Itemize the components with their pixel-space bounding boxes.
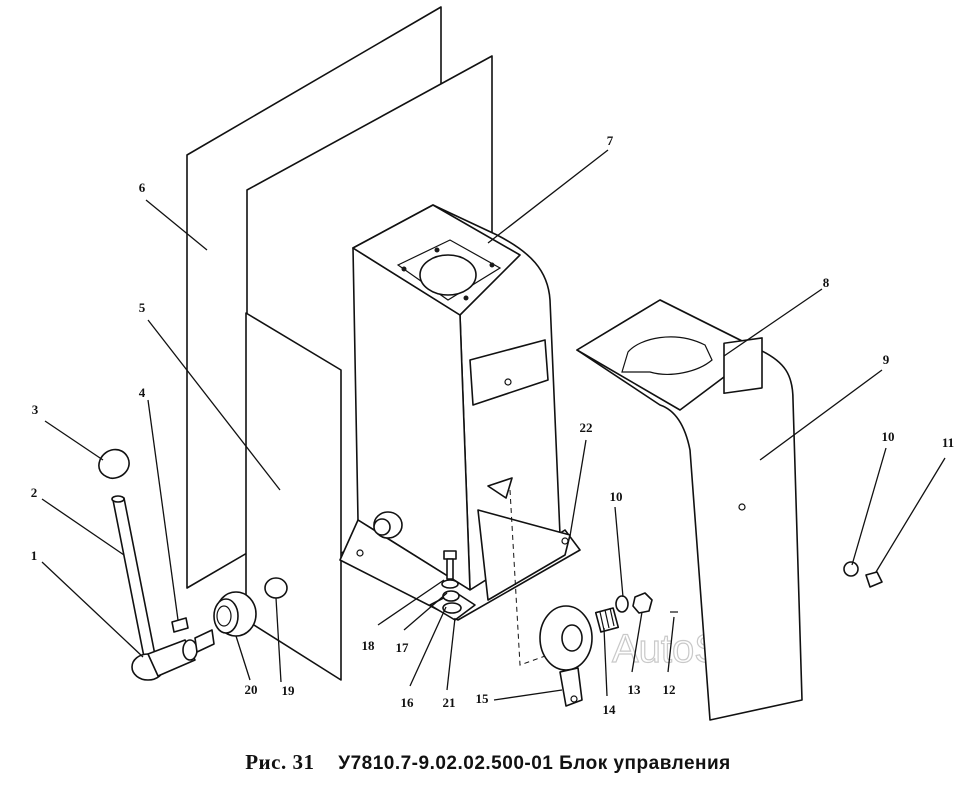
housing-7 [339, 204, 581, 621]
pin-4 [171, 617, 189, 633]
callout-12: 12 [663, 682, 676, 697]
callout-labels: 1 2 3 4 5 6 7 8 9 10 11 10 13 12 14 15 1… [31, 133, 954, 717]
bushing-20 [213, 591, 257, 637]
callout-10: 10 [610, 489, 623, 504]
callout-17: 17 [396, 640, 410, 655]
callout-7: 7 [607, 133, 614, 148]
callout-5: 5 [139, 300, 146, 315]
nut-13 [632, 592, 653, 614]
callout-13: 13 [628, 682, 642, 697]
hole-19 [264, 577, 288, 599]
knob-3 [98, 448, 130, 480]
bolt-stack-16-17-18 [441, 550, 462, 614]
callout-2: 2 [31, 485, 38, 500]
callout-8: 8 [823, 275, 830, 290]
callout-16: 16 [401, 695, 415, 710]
figure-caption: Рис. 31 У7810.7-9.02.02.500-01 Блок упра… [0, 750, 976, 775]
sheet-5-front [245, 312, 342, 681]
washer-10-right [843, 561, 859, 577]
direction-arrow [487, 477, 513, 499]
lever-assembly-1-2 [111, 495, 215, 681]
callout-18: 18 [362, 638, 376, 653]
callout-3: 3 [32, 402, 39, 417]
callout-11: 11 [942, 435, 954, 450]
figure-number: Рис. 31 [245, 750, 315, 774]
callout-1: 1 [31, 548, 38, 563]
leader-lines [41, 149, 946, 701]
callout-6: 6 [139, 180, 146, 195]
assembly-path [509, 489, 549, 666]
figure-title: У7810.7-9.02.02.500-01 Блок управления [338, 753, 731, 774]
callout-10-right: 10 [882, 429, 895, 444]
callout-20: 20 [245, 682, 258, 697]
callout-21: 21 [443, 695, 456, 710]
bolt-11 [865, 571, 883, 588]
cover-8 [576, 299, 803, 721]
callout-19: 19 [282, 683, 296, 698]
gear-14 [594, 607, 620, 633]
callout-4: 4 [139, 385, 146, 400]
callout-9: 9 [883, 352, 890, 367]
callout-22: 22 [580, 420, 593, 435]
washer-10 [615, 595, 629, 613]
callout-15: 15 [476, 691, 490, 706]
cam-disc-15 [539, 605, 593, 707]
callout-14: 14 [603, 702, 617, 717]
